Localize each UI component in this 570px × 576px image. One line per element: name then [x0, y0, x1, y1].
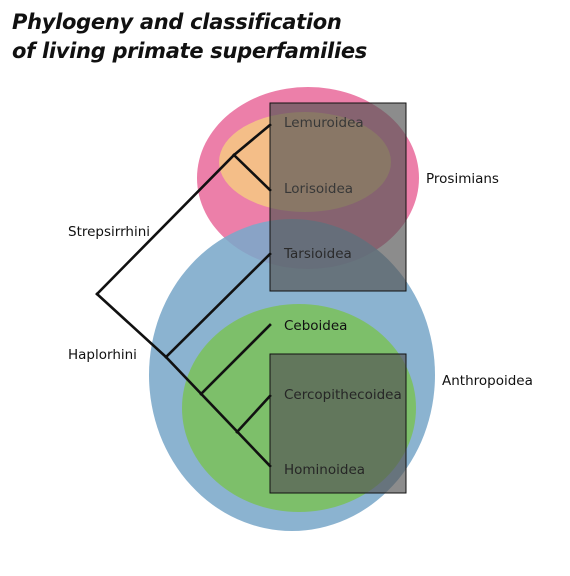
title-line-1: Phylogeny and classification	[12, 10, 342, 34]
branch-catarrhini	[235, 394, 272, 434]
label-hominoidea: Hominoidea	[284, 462, 365, 478]
branch-lorisoidea	[232, 153, 272, 192]
branch-lemuroidea	[232, 123, 272, 157]
label-lemuroidea: Lemuroidea	[284, 115, 364, 131]
label-prosimians: Prosimians	[426, 171, 499, 187]
label-lorisoidea: Lorisoidea	[284, 181, 353, 197]
label-cercopithecoidea: Cercopithecoidea	[284, 387, 402, 403]
label-anthropoidea: Anthropoidea	[442, 373, 533, 389]
catarrhine-box	[269, 353, 407, 494]
label-haplorhini: Haplorhini	[68, 347, 137, 363]
title-line-2: of living primate superfamilies	[12, 39, 367, 63]
label-strepsirrhini: Strepsirrhini	[68, 224, 150, 240]
branch-tarsioidea	[164, 252, 272, 359]
branch-root-strepsirrhini	[95, 153, 236, 296]
branch-ceboidea	[199, 323, 272, 396]
label-tarsioidea: Tarsioidea	[283, 246, 352, 262]
diagram-title: Phylogeny and classification of living p…	[12, 8, 367, 66]
branch-root-haplorhini	[95, 292, 168, 359]
branch-anthropoidea	[164, 355, 272, 468]
label-ceboidea: Ceboidea	[284, 318, 347, 334]
phylogenetic-tree	[95, 123, 272, 468]
prosimian-box	[269, 102, 407, 292]
